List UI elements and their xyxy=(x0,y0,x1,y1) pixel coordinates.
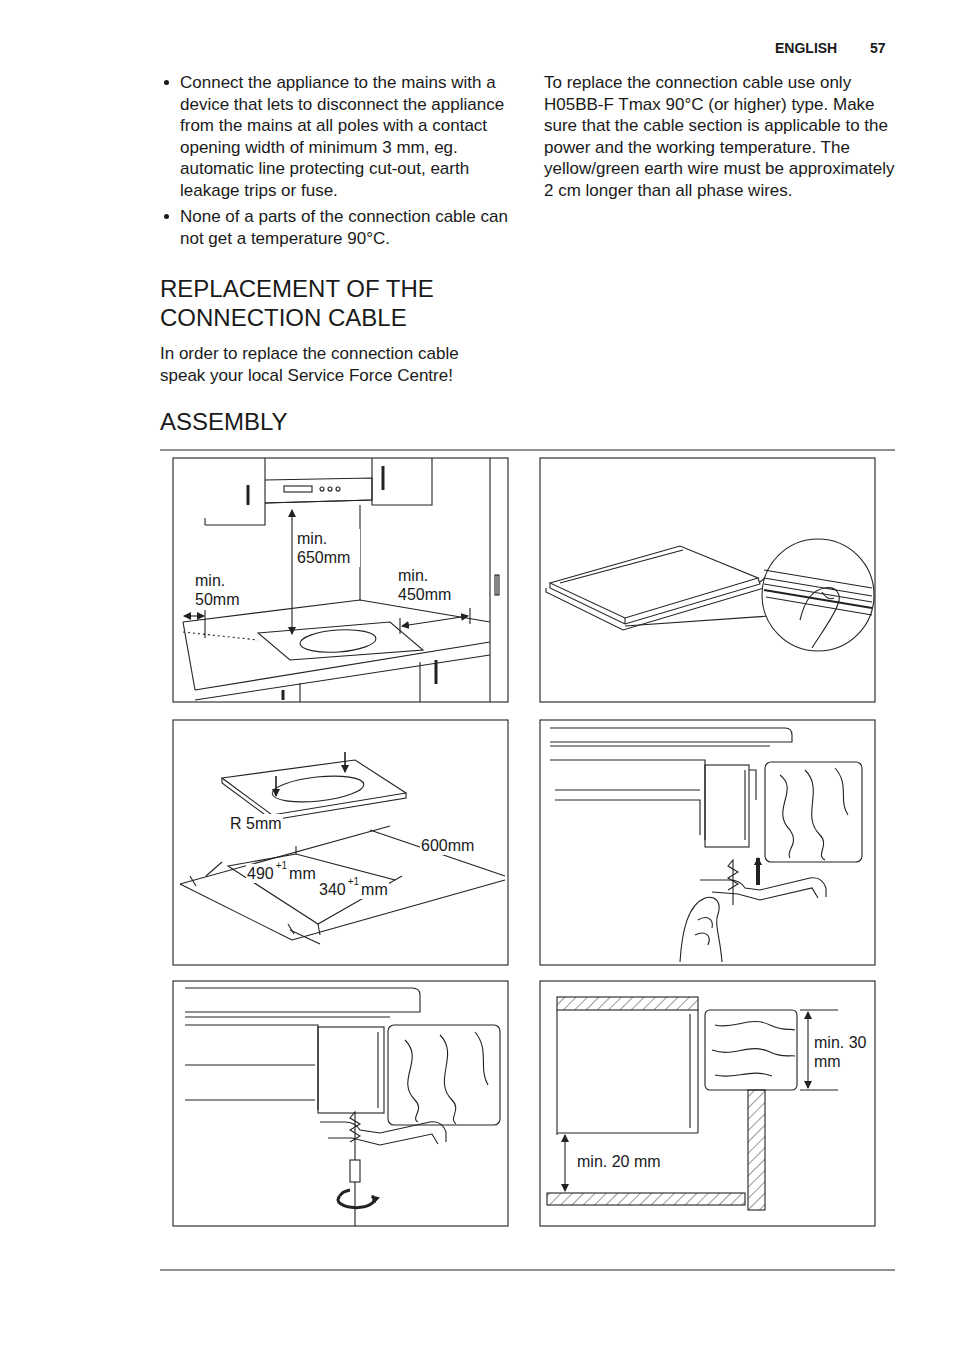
page-language: ENGLISH xyxy=(775,40,837,57)
dimension-label: min. 30 mm xyxy=(813,1033,873,1071)
dimension-label: min. 50mm xyxy=(194,571,256,609)
dimension-unit: mm xyxy=(360,880,389,899)
dimension-label: 340 xyxy=(318,880,347,899)
dimension-label: min. 20 mm xyxy=(576,1152,662,1171)
bullet-dot xyxy=(164,80,169,85)
dimension-unit: mm xyxy=(288,864,317,883)
dimension-label: 600mm xyxy=(420,836,475,855)
page-number: 57 xyxy=(870,40,886,57)
tolerance-superscript: +1 xyxy=(348,876,359,887)
dimension-label: min. 650mm xyxy=(296,529,360,567)
bullet-dot xyxy=(164,214,169,219)
section-heading: REPLACEMENT OF THE CONNECTION CABLE xyxy=(160,274,490,332)
bullet-text: None of a parts of the connection cable … xyxy=(180,206,510,249)
bullet-text: Connect the appliance to the mains with … xyxy=(180,72,510,201)
body-text: To replace the connection cable use only… xyxy=(544,72,900,201)
section-heading: ASSEMBLY xyxy=(160,407,288,436)
tolerance-superscript: +1 xyxy=(276,860,287,871)
body-text: In order to replace the connection cable… xyxy=(160,343,505,386)
dimension-label: R 5mm xyxy=(229,814,283,833)
dimension-label: 490 xyxy=(246,864,275,883)
dimension-label: min. 450mm xyxy=(397,566,461,604)
